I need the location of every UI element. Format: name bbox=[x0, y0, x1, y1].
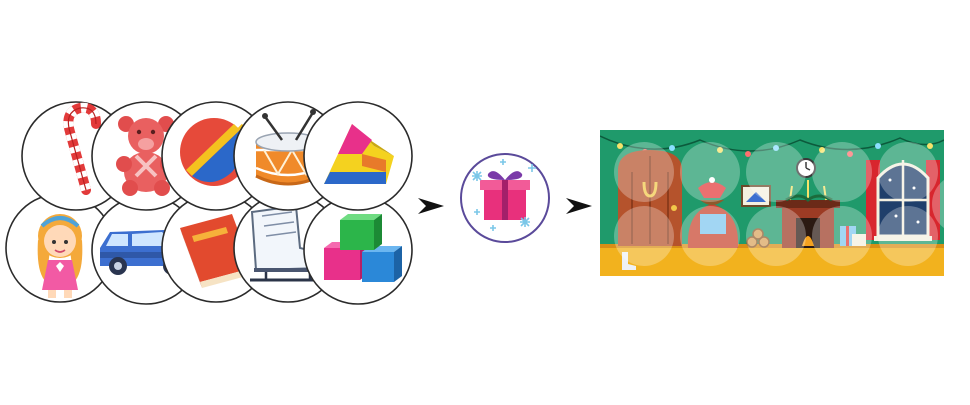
horseshoe-icon bbox=[642, 181, 658, 198]
arrow-right-icon bbox=[418, 198, 444, 214]
arrow-right-icon bbox=[566, 198, 592, 214]
presents bbox=[840, 226, 866, 246]
santa-sack bbox=[687, 177, 739, 248]
candy-cane-icon bbox=[63, 102, 101, 195]
prism-block-item bbox=[303, 101, 413, 211]
book-icon bbox=[180, 214, 254, 288]
window bbox=[866, 160, 940, 241]
doll-item bbox=[5, 193, 115, 303]
picture-frame bbox=[741, 185, 771, 207]
cubes-icon bbox=[324, 214, 402, 282]
clock-icon bbox=[796, 158, 816, 178]
door bbox=[618, 150, 682, 246]
gift-item bbox=[460, 153, 550, 243]
arrow-1 bbox=[418, 198, 444, 214]
snowflake-icon bbox=[472, 159, 536, 231]
doll-icon bbox=[37, 214, 83, 298]
prism-block-icon bbox=[324, 124, 394, 184]
fireplace bbox=[776, 180, 840, 248]
ball-icon bbox=[180, 118, 248, 186]
teddy-bear-icon bbox=[116, 116, 176, 196]
firewood-pile bbox=[746, 228, 770, 248]
scene-floor bbox=[600, 246, 944, 276]
boot-icon bbox=[622, 252, 636, 270]
gift-icon bbox=[480, 171, 530, 220]
cubes-item bbox=[303, 195, 413, 305]
christmas-room-scene bbox=[600, 130, 944, 276]
arrow-2 bbox=[566, 198, 592, 214]
overlay-circles bbox=[614, 142, 944, 266]
